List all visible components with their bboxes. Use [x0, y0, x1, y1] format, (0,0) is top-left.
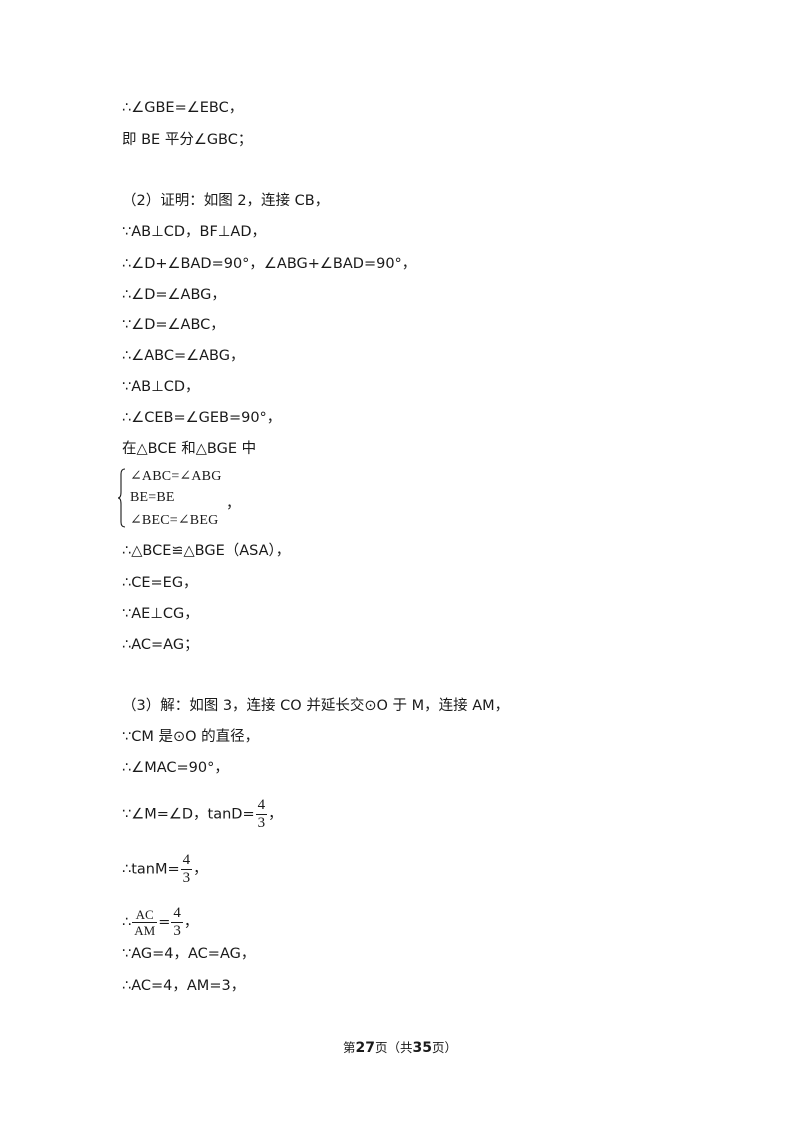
proof-line: ∴CE=EG， — [122, 575, 198, 591]
denominator: 3 — [182, 870, 191, 886]
system-row: BE=BE — [130, 490, 175, 505]
line-text: ， — [183, 914, 199, 931]
line-text: ， — [268, 806, 283, 823]
numerator: 4 — [255, 797, 268, 815]
part2-heading: （2）证明：如图 2，连接 CB， — [122, 193, 330, 209]
proof-line: ∵AG=4，AC=AG， — [122, 946, 256, 962]
footer-text: 第 — [342, 1040, 356, 1055]
page-number: 27 — [355, 1040, 375, 1056]
proof-line: ∴AC=AG； — [122, 637, 199, 653]
numerator: AC — [132, 908, 158, 923]
line-text: ， — [193, 861, 208, 878]
line-text: ∵∠M=∠D，tanD= — [122, 806, 255, 823]
denominator: 3 — [257, 815, 266, 831]
proof-line: ∵AB⊥CD，BF⊥AD， — [122, 224, 267, 240]
page-footer: 第27页（共35页） — [0, 1037, 800, 1056]
system-row: ∠BEC=∠BEG — [130, 513, 219, 528]
footer-text: 页） — [431, 1040, 457, 1055]
proof-line: ∵AB⊥CD， — [122, 379, 200, 395]
left-brace — [118, 468, 126, 528]
page-total: 35 — [412, 1040, 432, 1056]
line-text: ∴ — [122, 914, 132, 931]
proof-line: ∵AE⊥CG， — [122, 606, 199, 622]
numerator: 4 — [171, 905, 183, 923]
proof-line: ∴∠GBE=∠EBC， — [122, 100, 244, 116]
proof-line: ∴∠MAC=90°， — [122, 760, 229, 776]
proof-line: ∴∠CEB=∠GEB=90°， — [122, 410, 282, 426]
denominator: AM — [134, 923, 156, 938]
proof-line: 在△BCE 和△BGE 中 — [122, 441, 257, 457]
proof-line: ∴AC=4，AM=3， — [122, 978, 246, 994]
proof-line: ∴∠D=∠ABG， — [122, 287, 226, 303]
part3-heading: （3）解：如图 3，连接 CO 并延长交⊙O 于 M，连接 AM， — [122, 698, 510, 714]
system-comma: ， — [226, 496, 241, 512]
footer-text: 页（共 — [374, 1040, 413, 1055]
proof-line: ∴∠D+∠BAD=90°，∠ABG+∠BAD=90°， — [122, 256, 417, 272]
proof-line: ∴∠ABC=∠ABG， — [122, 348, 245, 364]
proof-line: ∵CM 是⊙O 的直径， — [122, 729, 260, 745]
proof-line: 即 BE 平分∠GBC； — [122, 132, 253, 148]
line-text: = — [158, 914, 171, 931]
numerator: 4 — [180, 852, 193, 870]
proof-line: ∵∠D=∠ABC， — [122, 317, 225, 333]
proof-line: ∴△BCE≌△BGE（ASA）， — [122, 543, 291, 559]
system-row: ∠ABC=∠ABG — [130, 469, 222, 484]
line-text: ∴tanM= — [122, 861, 180, 878]
denominator: 3 — [173, 923, 181, 939]
